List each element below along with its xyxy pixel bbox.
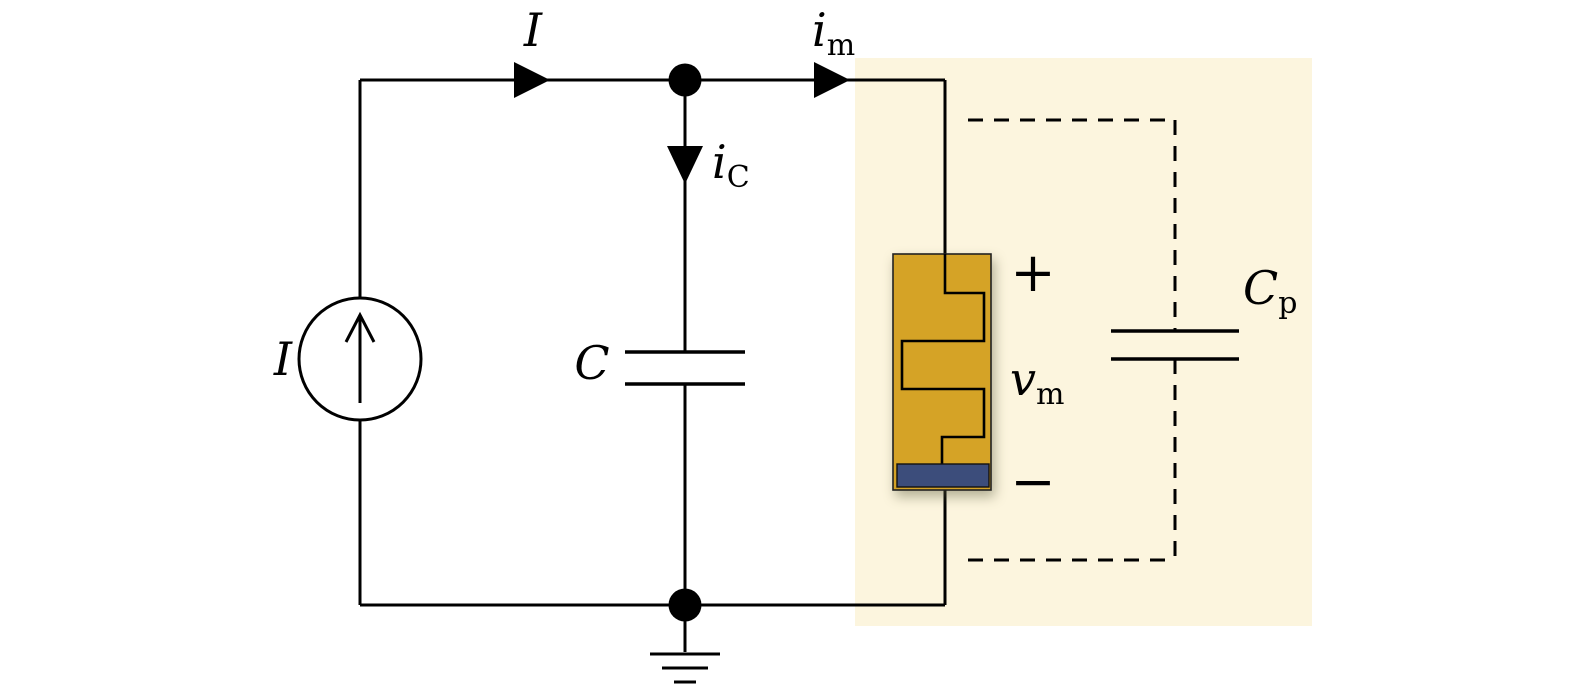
junction-node-top-icon <box>668 63 702 97</box>
current-arrow-ic-icon <box>667 146 703 184</box>
label-loop-current: I <box>523 3 543 57</box>
label-capacitor: C <box>574 336 609 390</box>
current-source <box>297 296 423 422</box>
memristor-electrode <box>896 463 990 488</box>
ground-icon <box>650 605 720 684</box>
current-arrow-im-icon <box>814 62 850 98</box>
current-arrow-I-icon <box>514 62 550 98</box>
label-capacitor-current: iC <box>712 135 750 195</box>
parasitic-capacitor-Cp <box>968 118 1239 562</box>
label-memristor-current: im <box>812 3 855 63</box>
label-plus-sign: + <box>1010 241 1055 304</box>
current-source-arrow-icon <box>344 311 376 343</box>
memristor-channel-icon <box>900 254 986 464</box>
capacitor-C <box>625 350 745 386</box>
label-parasitic-capacitor: Cp <box>1243 261 1297 321</box>
label-memristor-voltage: vm <box>1010 352 1064 412</box>
label-source-current: I <box>273 332 293 386</box>
memristor <box>892 253 992 491</box>
label-minus-sign: − <box>1010 450 1055 513</box>
